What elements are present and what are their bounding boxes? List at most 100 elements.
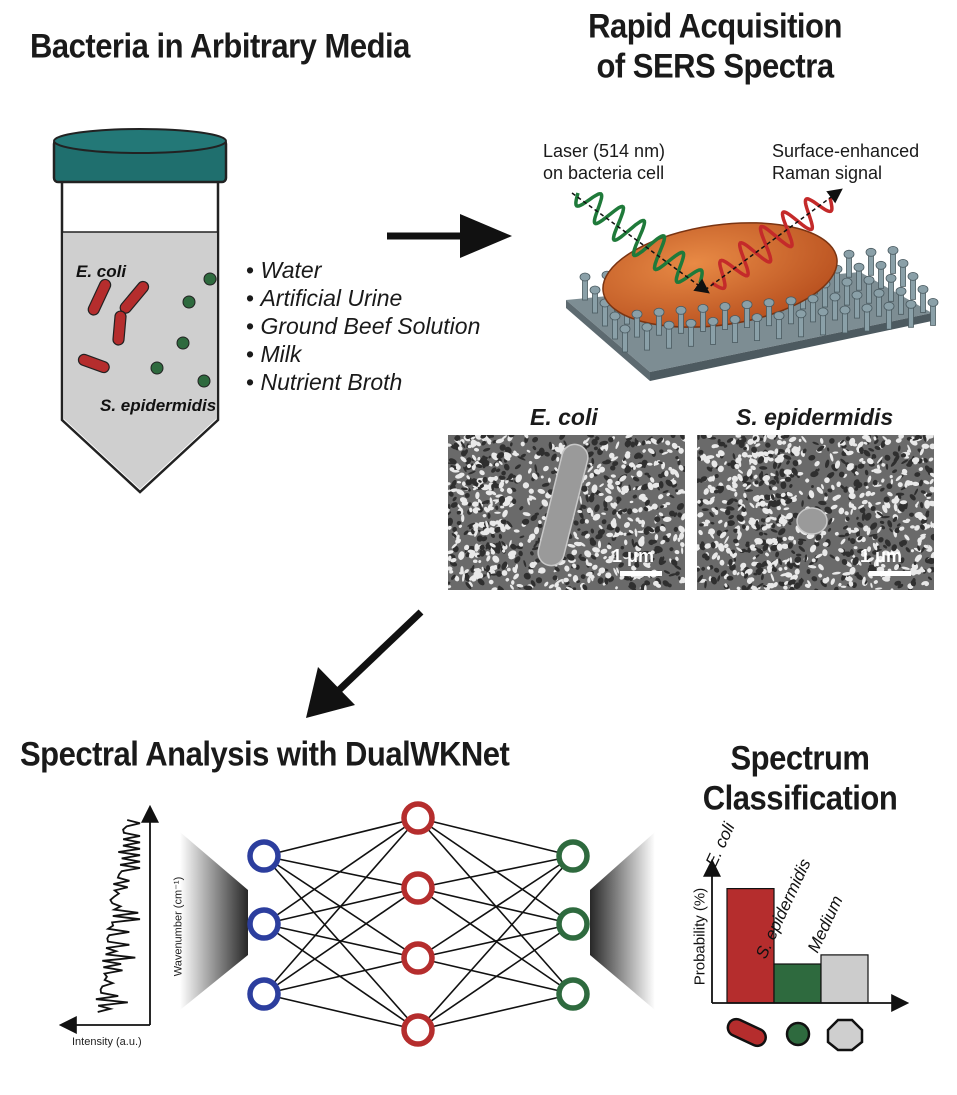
sem-grain (508, 435, 515, 438)
sem-grain (449, 561, 458, 567)
sem-grain (920, 566, 924, 573)
sem-grain (478, 502, 482, 510)
sem-grain (448, 511, 452, 515)
sem-grain (485, 551, 490, 556)
sem-grain (554, 467, 559, 472)
sers-substrate (566, 188, 939, 381)
sem-grain (721, 499, 728, 504)
sem-grain (632, 508, 639, 513)
sem-grain (893, 455, 900, 463)
sem-grain (458, 551, 465, 560)
sem-grain (899, 500, 908, 505)
sem-grain (524, 435, 529, 439)
sem-grain (718, 543, 725, 552)
sem-grain (449, 570, 454, 574)
sem-grain (598, 492, 604, 497)
sem-grain (535, 540, 539, 544)
sem-grain (597, 528, 605, 536)
sem-grain (477, 456, 481, 461)
sem-grain (918, 467, 924, 472)
sem-grain (919, 535, 926, 540)
sem-grain (456, 521, 462, 526)
sem-grain (732, 569, 737, 576)
sem-grain (580, 504, 587, 509)
sem-grain (583, 440, 587, 444)
sem-grain (644, 499, 650, 506)
sem-grain (909, 512, 914, 517)
sem-grain (488, 455, 491, 459)
chart-y-label: Probability (%) (691, 887, 709, 986)
sem-grain (792, 460, 799, 467)
sem-grain (774, 448, 779, 455)
sem-grain (551, 453, 557, 461)
nanopillar-cap (853, 262, 865, 272)
sem-grain (784, 566, 788, 571)
sem-grain (895, 492, 905, 496)
sem-grain (617, 510, 623, 515)
sem-grain (502, 509, 508, 518)
sem-grain (858, 446, 864, 455)
sem-grain (814, 541, 820, 547)
sem-grain (699, 523, 704, 527)
sem-grain (734, 463, 740, 470)
sem-grain (780, 435, 786, 439)
sem-grain (619, 575, 625, 580)
sem-grain (468, 581, 473, 587)
sem-grain (518, 550, 523, 557)
sem-grain (853, 546, 858, 550)
sem-grain (847, 463, 855, 468)
sem-grain (632, 476, 640, 482)
sem-grain (448, 458, 457, 464)
sem-grain (579, 496, 582, 505)
sem-grain (464, 492, 470, 498)
sem-grain (669, 547, 674, 552)
sem-grain (548, 584, 555, 589)
sem-grain (822, 549, 828, 557)
sem-grain (701, 508, 709, 512)
sem-grain (838, 548, 844, 553)
sem-grain (789, 484, 793, 488)
sem-grain (707, 484, 712, 489)
sem-grain (861, 536, 866, 543)
sem-grain (864, 580, 868, 585)
sem-grain (848, 486, 855, 494)
network-edge (417, 923, 574, 1031)
sem-grain (886, 483, 893, 490)
sem-grain (736, 586, 741, 590)
sem-grain (619, 475, 627, 482)
sem-grain (750, 465, 756, 471)
sem-grain (474, 507, 481, 511)
sem-grain (530, 514, 538, 521)
hidden-node (401, 941, 435, 975)
sem-grain (762, 451, 769, 457)
sem-grain (776, 505, 781, 511)
nanopillar-cap (579, 272, 591, 282)
sem-grain (796, 474, 800, 479)
sem-grain (537, 488, 546, 494)
sem-grain (576, 580, 581, 584)
sem-grain (755, 567, 764, 574)
sem-grain (881, 463, 886, 467)
sem-grain (802, 448, 807, 454)
sem-grain (463, 466, 467, 473)
sem-grain (561, 579, 564, 584)
sem-grain (889, 528, 893, 533)
sem-grain (628, 484, 631, 491)
title-spectral-analysis: Spectral Analysis with DualWKNet (20, 734, 510, 774)
sem-grain (495, 438, 505, 444)
sem-grain (482, 447, 491, 452)
network-edge (417, 855, 574, 1031)
sem-grain (615, 586, 618, 590)
sem-grain (456, 480, 462, 484)
sem-grain (857, 463, 865, 469)
sem-grain (487, 440, 492, 445)
sem-grain (804, 583, 811, 588)
sem-grain (591, 484, 598, 494)
sem-grain (535, 558, 541, 563)
sem-grain (749, 457, 752, 466)
sem-grain (539, 505, 543, 510)
sem-grain (913, 561, 917, 565)
sem-grain (457, 446, 463, 451)
sem-grain (603, 556, 607, 560)
sem-grain (699, 543, 706, 551)
